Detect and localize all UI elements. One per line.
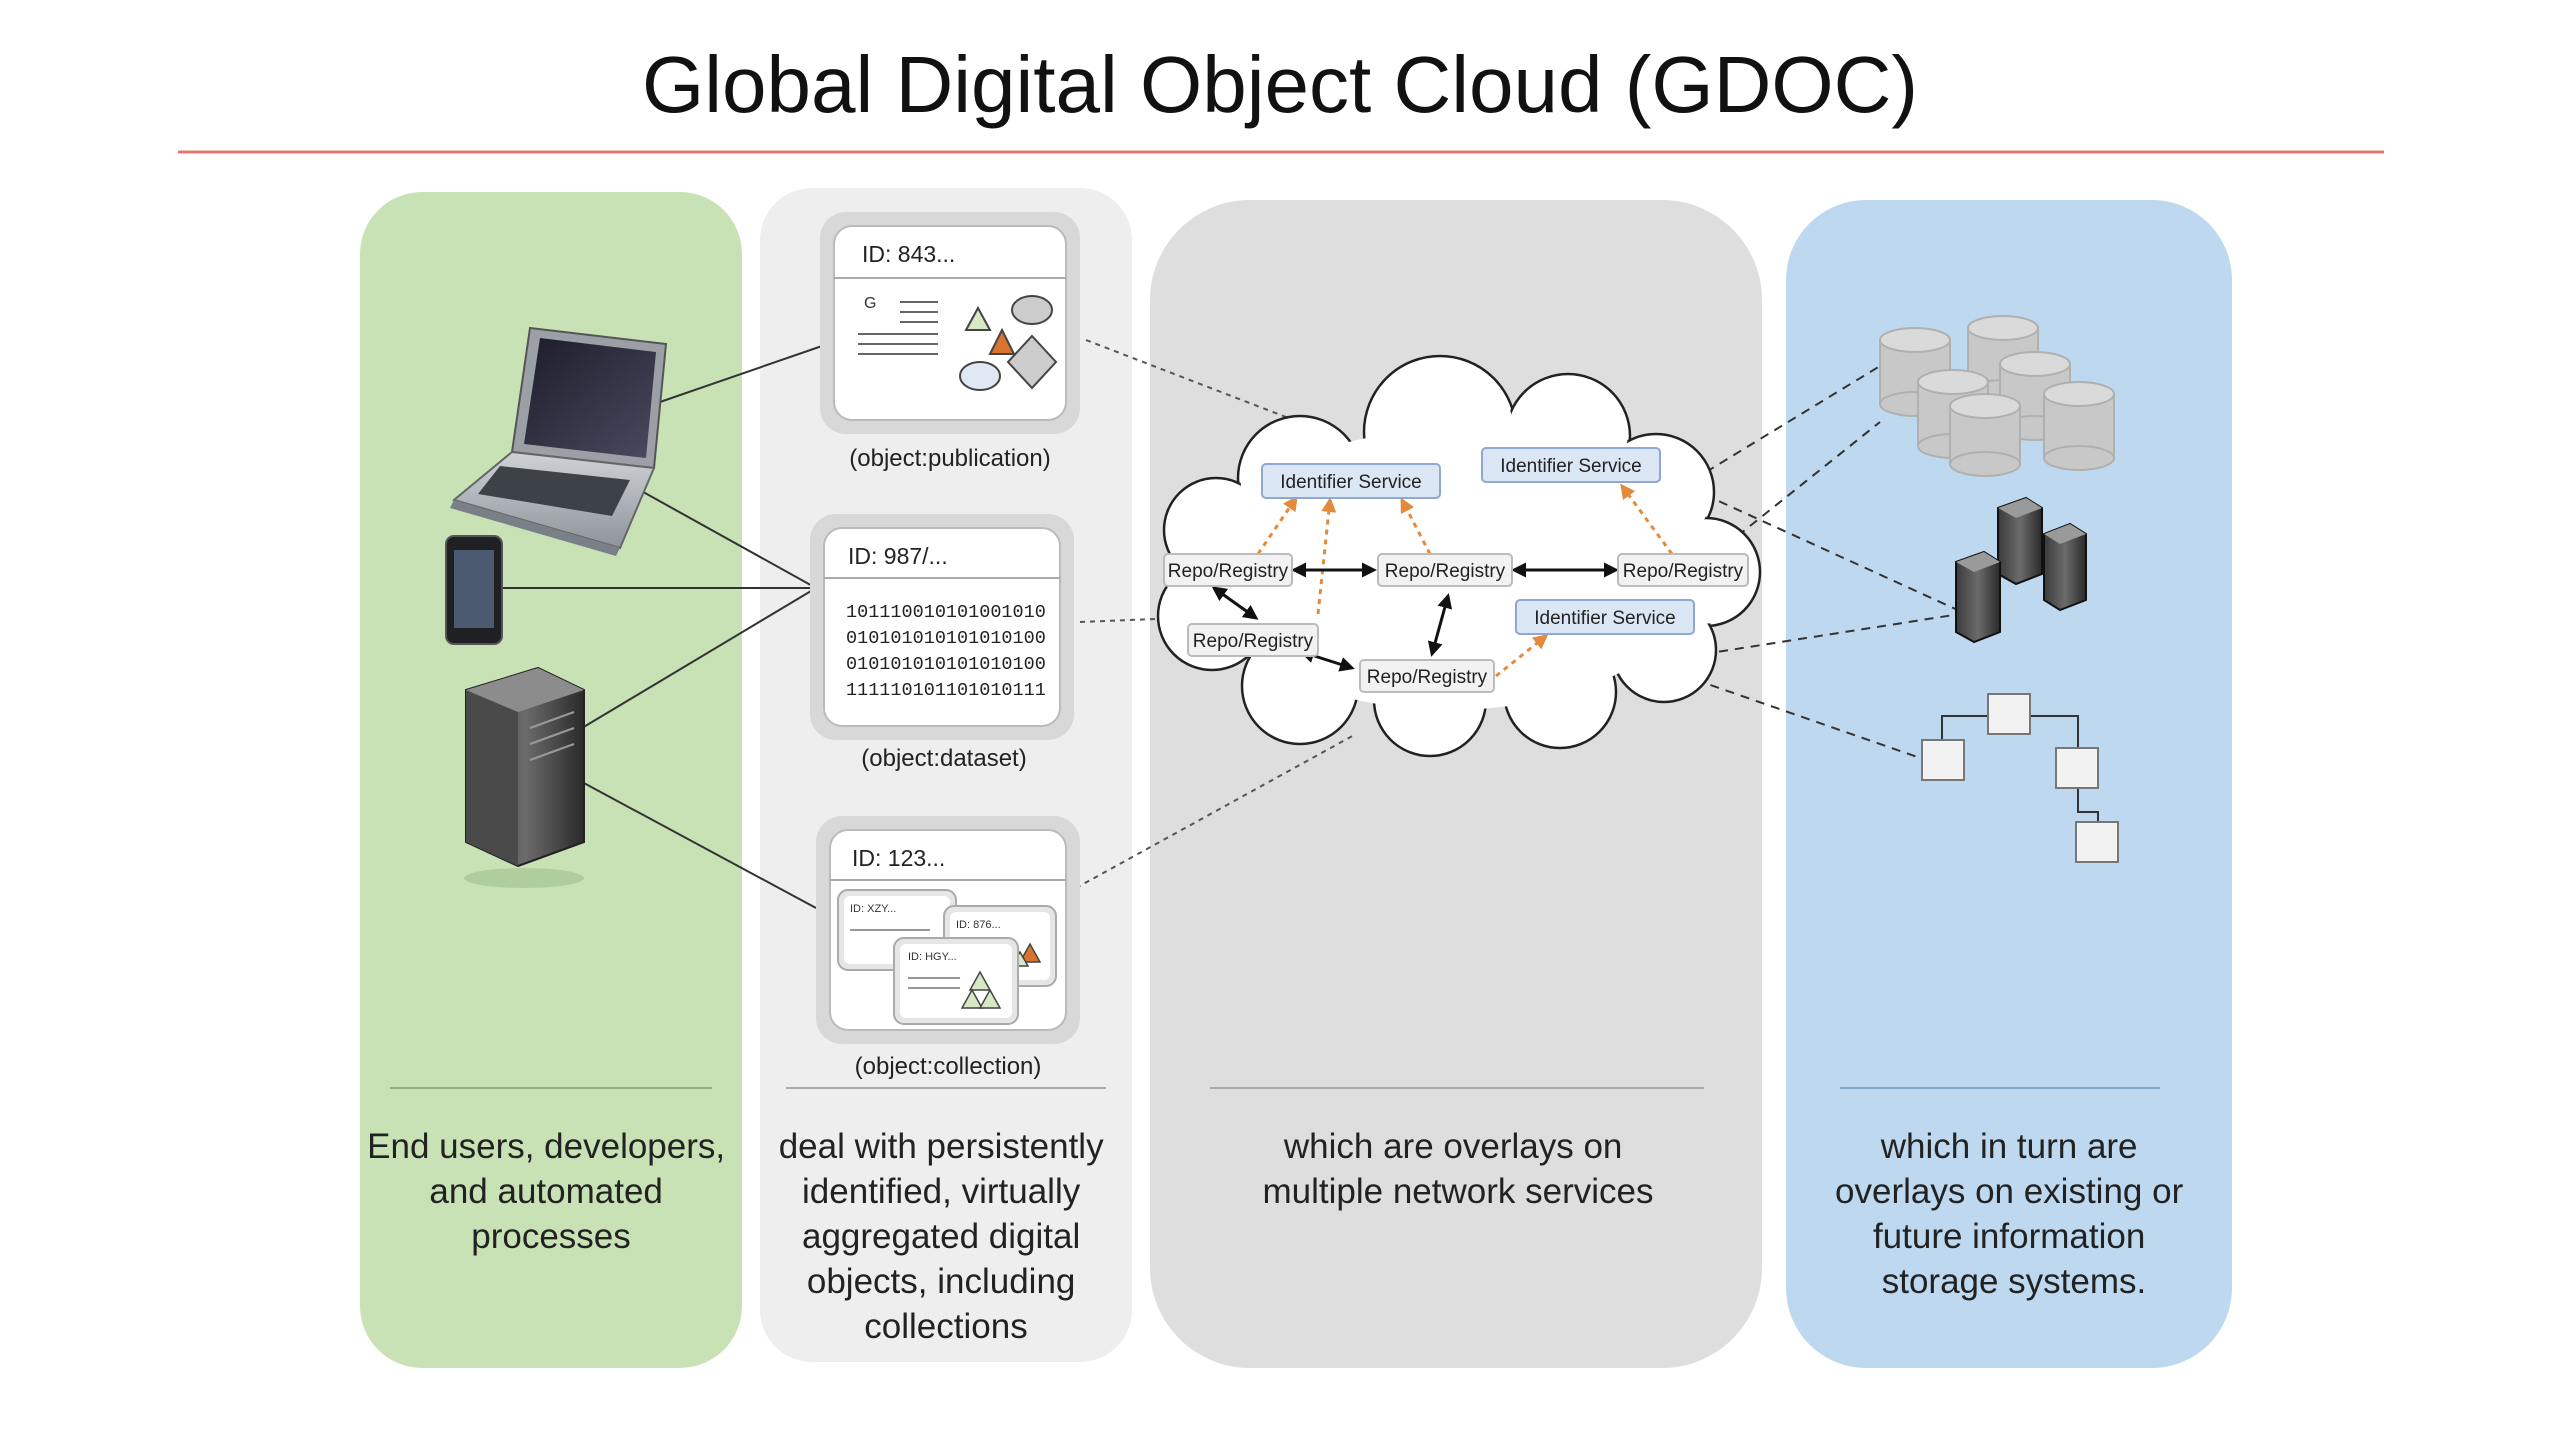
svg-text:Repo/Registry: Repo/Registry: [1623, 561, 1744, 582]
repo-registry-node-1: Repo/Registry: [1163, 553, 1293, 587]
services-caption: which are overlays on multiple network s…: [1263, 1127, 1654, 1211]
objects-caption: deal with persistently identified, virtu…: [779, 1127, 1114, 1346]
users-caption: End users, developers, and automated pro…: [367, 1127, 735, 1256]
dataset-object: ID: 987/... 101110010101001010 010101010…: [810, 514, 1074, 772]
publication-object: ID: 843... G (object:publication): [820, 212, 1080, 472]
identifier-service-node-2: Identifier Service: [1481, 447, 1661, 483]
storage-caption: which in turn are overlays on existing o…: [1835, 1127, 2193, 1301]
dataset-binary: 101110010101001010 010101010101010100 01…: [846, 602, 1057, 701]
repo-registry-node-4: Repo/Registry: [1187, 623, 1319, 657]
tree-hierarchy-icon: [1921, 693, 2119, 863]
svg-text:Repo/Registry: Repo/Registry: [1168, 561, 1289, 582]
svg-text:Identifier Service: Identifier Service: [1500, 456, 1642, 477]
sub-object-3: ID: HGY...: [893, 937, 1019, 1025]
database-cylinders-icon: [1879, 315, 2115, 477]
text-lines-icon: [858, 301, 938, 355]
server-tower-icon: [464, 666, 585, 888]
collection-id: ID: 123...: [852, 845, 945, 871]
page-title: Global Digital Object Cloud (GDOC): [642, 40, 1918, 129]
orange-triangle-icon: [988, 327, 1016, 355]
repo-registry-node-3: Repo/Registry: [1617, 553, 1749, 587]
dataset-label: (object:dataset): [861, 745, 1026, 772]
triangle-shape-icon: [964, 305, 992, 331]
publication-glyph: G: [864, 295, 876, 312]
identifier-service-node-3: Identifier Service: [1515, 599, 1695, 635]
diamond-shape-icon: [1006, 334, 1058, 390]
svg-text:ID: HGY...: ID: HGY...: [908, 951, 957, 963]
collection-object: ID: 123... ID: XZY... ID: 876... ID: HGY…: [816, 816, 1080, 1080]
device-object-connectors: [500, 345, 823, 909]
svg-text:ID: 876...: ID: 876...: [956, 919, 1001, 931]
identifier-flow-arrows: [1256, 483, 1674, 678]
publication-label: (object:publication): [849, 445, 1050, 472]
mobile-phone-icon: [445, 535, 503, 645]
ellipse-shape-icon: [1011, 295, 1053, 325]
svg-text:Identifier Service: Identifier Service: [1280, 472, 1422, 493]
svg-text:ID: XZY...: ID: XZY...: [850, 903, 896, 915]
laptop-icon: [450, 326, 668, 556]
storage-panel: [1786, 200, 2232, 1368]
svg-text:Repo/Registry: Repo/Registry: [1193, 631, 1314, 652]
collection-label: (object:collection): [855, 1053, 1042, 1080]
svg-text:Repo/Registry: Repo/Registry: [1367, 667, 1488, 688]
repo-registry-node-2: Repo/Registry: [1377, 553, 1513, 587]
objects-panel: [760, 188, 1132, 1362]
server-cluster-icon: [1955, 496, 2087, 644]
publication-id: ID: 843...: [862, 241, 955, 267]
svg-text:Identifier Service: Identifier Service: [1534, 608, 1676, 629]
blue-ellipse-icon: [959, 361, 1001, 391]
svg-text:Repo/Registry: Repo/Registry: [1385, 561, 1506, 582]
repo-registry-node-5: Repo/Registry: [1359, 659, 1495, 693]
dataset-id: ID: 987/...: [848, 543, 948, 569]
identifier-service-node-1: Identifier Service: [1261, 463, 1441, 499]
